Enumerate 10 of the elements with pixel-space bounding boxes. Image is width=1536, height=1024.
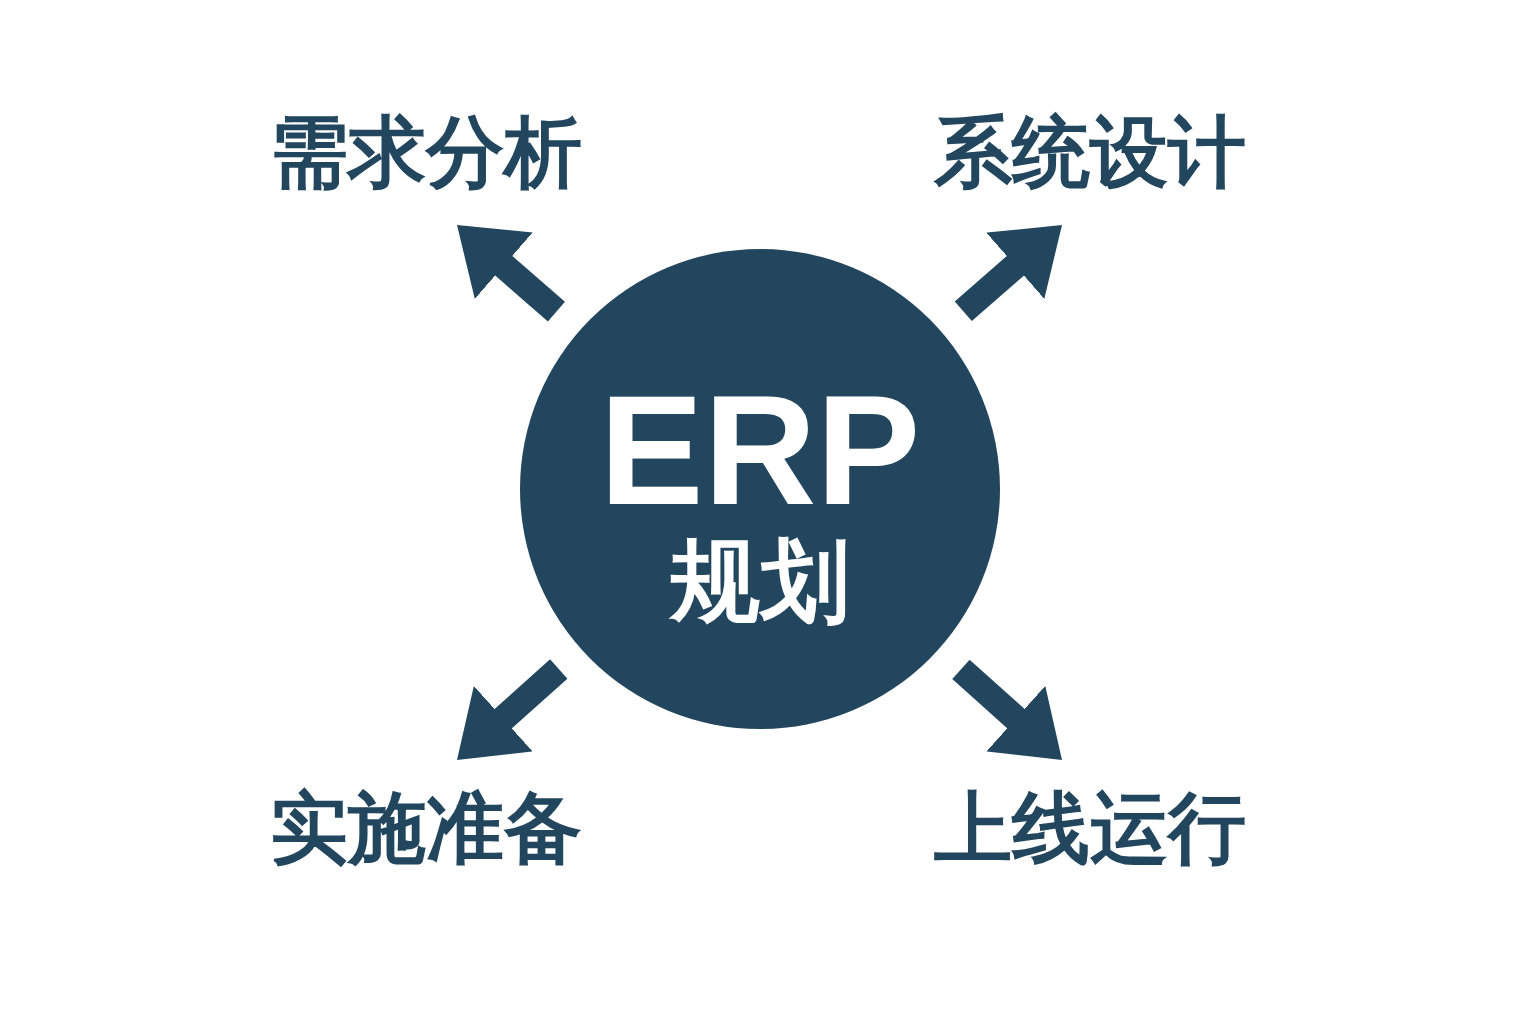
circle-subtitle: 规划 <box>670 536 850 626</box>
stage-label: 实施准备 <box>270 789 582 867</box>
arrow <box>457 225 565 322</box>
circle-title: ERP <box>599 372 921 528</box>
stage-label: 系统设计 <box>934 113 1246 191</box>
stage-label: 需求分析 <box>270 113 582 191</box>
stage-label: 上线运行 <box>934 789 1246 867</box>
arrow <box>457 659 568 760</box>
arrow <box>952 659 1062 760</box>
arrow <box>954 225 1062 322</box>
